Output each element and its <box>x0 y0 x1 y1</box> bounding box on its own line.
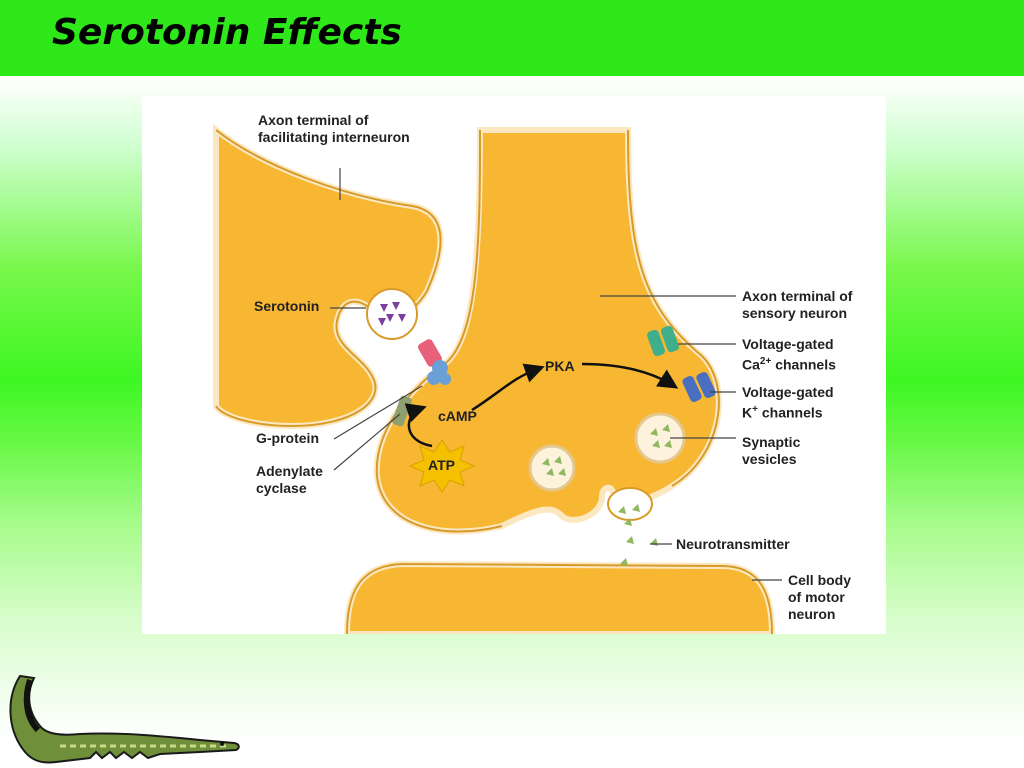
label-line: Axon terminal of <box>258 112 369 128</box>
synaptic-vesicle <box>528 444 576 492</box>
facilitating-interneuron-shape <box>213 123 444 430</box>
pka-to-k-channel-arrow <box>581 362 679 389</box>
label-superscript: 2+ <box>759 356 772 367</box>
label-camp: cAMP <box>438 408 477 424</box>
serotonin-molecules <box>378 302 406 326</box>
label-superscript: + <box>752 404 758 415</box>
motor-neuron-shape <box>343 560 776 634</box>
synaptic-vesicle <box>634 412 686 464</box>
label-synaptic-vesicles: Synaptic vesicles <box>742 434 800 468</box>
label-adenylate-cyclase: Adenylate cyclase <box>256 463 323 497</box>
label-cell-body: Cell body of motor neuron <box>788 572 851 623</box>
label-axon-facilitating: Axon terminal of facilitating interneuro… <box>258 112 410 146</box>
label-line: vesicles <box>742 451 797 467</box>
g-protein <box>427 360 451 385</box>
atp-to-camp-arrow <box>404 403 433 448</box>
slide-title: Serotonin Effects <box>52 12 402 53</box>
label-line: of motor <box>788 589 845 605</box>
label-part: Ca <box>742 356 760 373</box>
label-line: neuron <box>788 606 836 622</box>
serotonin-diagram: Axon terminal of facilitating interneuro… <box>142 96 886 634</box>
diagram-svg <box>213 123 782 634</box>
label-part: channels <box>771 356 836 373</box>
label-line: sensory neuron <box>742 305 848 321</box>
label-part: channels <box>757 404 823 421</box>
label-axon-sensory: Axon terminal of sensory neuron <box>742 288 852 322</box>
label-potassium-channels: Voltage-gated K+ channels <box>742 384 834 422</box>
label-calcium-channels: Voltage-gated Ca2+ channels <box>742 336 836 374</box>
label-pka: PKA <box>545 358 575 374</box>
crocodile-icon <box>9 674 240 764</box>
label-line: facilitating interneuron <box>258 129 410 145</box>
label-line: Adenylate <box>256 463 323 479</box>
camp-to-pka-arrow <box>471 363 545 412</box>
label-line: Voltage-gated <box>742 384 834 400</box>
label-g-protein: G-protein <box>256 430 319 446</box>
label-serotonin: Serotonin <box>254 298 320 314</box>
label-line: Cell body <box>788 572 852 588</box>
label-neurotransmitter: Neurotransmitter <box>676 536 790 552</box>
title-bar: Serotonin Effects <box>0 0 1024 76</box>
label-line: Synaptic <box>742 434 801 450</box>
label-line: Voltage-gated <box>742 336 834 352</box>
label-atp: ATP <box>428 457 455 473</box>
label-line: K+ channels <box>742 401 834 422</box>
label-line: Axon terminal of <box>742 288 853 304</box>
serotonin-receptor <box>418 339 442 367</box>
label-line: Ca2+ channels <box>742 353 836 374</box>
calcium-channel <box>647 325 679 357</box>
label-part: K <box>742 404 753 421</box>
label-line: cyclase <box>256 480 307 496</box>
atp-star-icon <box>408 439 476 493</box>
